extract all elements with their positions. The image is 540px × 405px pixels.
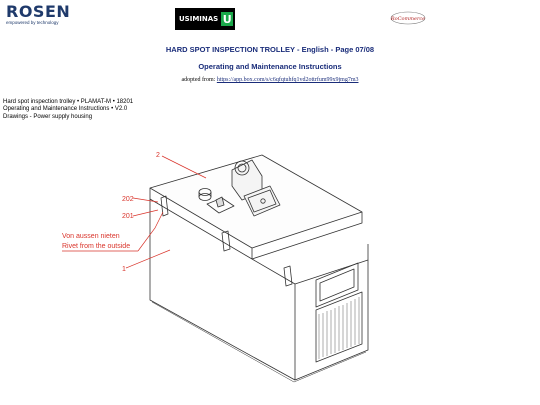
rocommerce-logo: RoCommerce xyxy=(390,11,426,25)
rivet-note-en: Rivet from the outside xyxy=(62,243,130,250)
page-title: HARD SPOT INSPECTION TROLLEY - English -… xyxy=(165,45,375,54)
usiminas-logo-text: USIMINAS xyxy=(179,15,219,23)
meta-product-line: Hard spot inspection trolley • PLAMAT-M … xyxy=(3,99,134,105)
usiminas-logo: USIMINAS U xyxy=(175,8,235,30)
rosen-logo-wordmark: ROSEN xyxy=(6,2,71,21)
power-supply-housing-drawing: 2 202 201 1 Von aussen nieten Rivet from… xyxy=(62,152,369,383)
source-link[interactable]: https://app.box.com/s/c6qfqtuhfq1vd2ottr… xyxy=(216,77,359,83)
callout-1: 1 xyxy=(122,266,126,273)
rosen-logo-tagline: empowered by technology xyxy=(6,20,59,25)
callout-2: 2 xyxy=(156,152,160,159)
callout-201: 201 xyxy=(122,213,134,220)
rosen-logo: ROSEN empowered by technology xyxy=(6,4,76,26)
callout-202: 202 xyxy=(122,196,134,203)
usiminas-logo-mark: U xyxy=(221,12,234,26)
source-line: adopted from: https://app.box.com/s/c6qf… xyxy=(0,77,540,83)
rocommerce-logo-text: RoCommerce xyxy=(390,16,425,22)
source-label: adopted from: xyxy=(181,77,217,83)
document-meta: Hard spot inspection trolley • PLAMAT-M … xyxy=(3,99,133,121)
page-subtitle: Operating and Maintenance Instructions xyxy=(198,62,342,71)
rivet-note-de: Von aussen nieten xyxy=(62,233,120,240)
meta-section-line: Drawings - Power supply housing xyxy=(3,113,93,120)
meta-manual-line: Operating and Maintenance Instructions •… xyxy=(3,106,128,113)
